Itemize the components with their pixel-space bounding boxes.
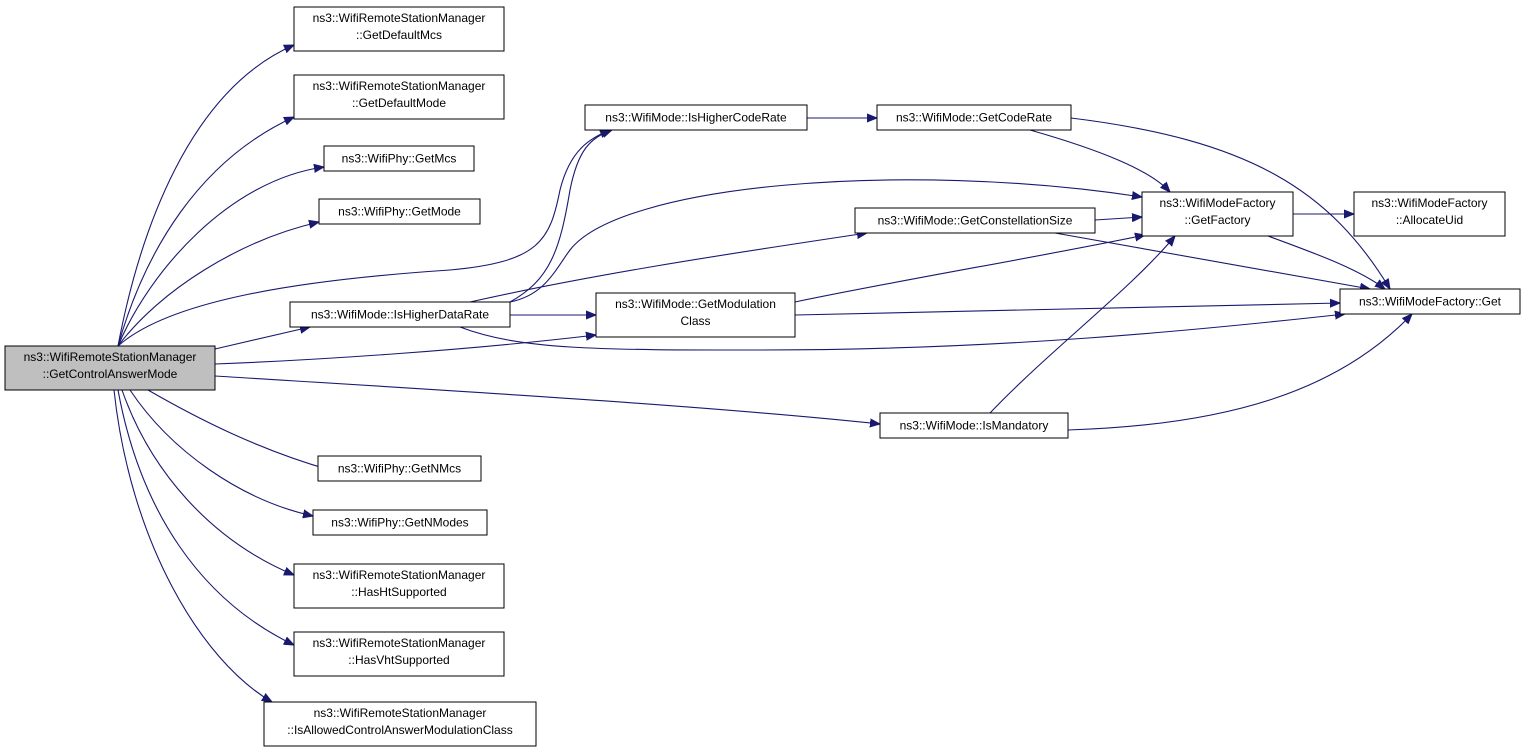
node-defmode[interactable]: ns3::WifiRemoteStationManager::GetDefaul… <box>293 74 505 120</box>
node-getfactory[interactable]: ns3::WifiModeFactory::GetFactory <box>1141 191 1294 237</box>
edge-ismand-to-getfactory <box>989 236 1175 414</box>
node-label: ns3::WifiMode::IsHigherCodeRate <box>605 111 787 125</box>
edge-getconst-to-getfactory <box>1094 217 1142 220</box>
node-label: ns3::WifiPhy::GetMcs <box>342 152 457 166</box>
node-defmcs[interactable]: ns3::WifiRemoteStationManager::GetDefaul… <box>293 6 505 52</box>
node-box[interactable] <box>595 292 796 338</box>
edge-hidr-to-get <box>459 314 1345 351</box>
edge-getfactory-to-get <box>1267 235 1385 289</box>
edge-root-to-getmcs <box>117 167 324 347</box>
edge-root-to-hidr <box>214 327 310 350</box>
node-root[interactable]: ns3::WifiRemoteStationManager::GetContro… <box>4 345 216 391</box>
node-box[interactable] <box>312 509 488 536</box>
edge-root-to-hasht <box>121 389 294 575</box>
node-ismand[interactable]: ns3::WifiMode::IsMandatory <box>879 412 1069 439</box>
node-label: ns3::WifiModeFactory <box>1371 196 1487 210</box>
edge-getmodclass-to-getfactory <box>794 235 1145 303</box>
node-getmode[interactable]: ns3::WifiPhy::GetMode <box>318 198 481 225</box>
edge-hidr-to-hicr <box>509 130 612 303</box>
node-label: ns3::WifiMode::GetConstellationSize <box>878 214 1073 228</box>
node-box[interactable] <box>293 563 505 609</box>
node-label: ::GetControlAnswerMode <box>43 367 178 381</box>
edge-root-to-hicr <box>117 129 610 347</box>
node-label: ns3::WifiRemoteStationManager <box>313 79 486 93</box>
node-get[interactable]: ns3::WifiModeFactory::Get <box>1339 288 1521 315</box>
node-label: ns3::WifiRemoteStationManager <box>314 706 487 720</box>
node-box[interactable] <box>293 631 505 677</box>
node-label: ::AllocateUid <box>1396 213 1463 227</box>
node-allocuid[interactable]: ns3::WifiModeFactory::AllocateUid <box>1353 191 1506 237</box>
node-label: ::GetDefaultMode <box>352 96 446 110</box>
node-label: ::GetFactory <box>1184 213 1250 227</box>
edge-root-to-defmode <box>117 117 294 347</box>
edge-root-to-isallowed <box>113 389 272 702</box>
node-label: ns3::WifiMode::GetModulation <box>615 297 776 311</box>
edge-root-to-hasvht <box>117 389 294 645</box>
node-isallowed[interactable]: ns3::WifiRemoteStationManager::IsAllowed… <box>263 701 537 747</box>
node-box[interactable] <box>317 455 482 482</box>
edges-layer <box>113 45 1412 702</box>
edge-getmodclass-to-get <box>794 303 1340 316</box>
node-label: ::GetDefaultMcs <box>356 28 442 42</box>
node-label: ns3::WifiPhy::GetNMcs <box>338 462 461 476</box>
node-hidr[interactable]: ns3::WifiMode::IsHigherDataRate <box>289 301 511 328</box>
node-box[interactable] <box>323 145 475 172</box>
node-label: ::HasVhtSupported <box>348 653 449 667</box>
edge-hidr-to-getfactory <box>509 179 1142 303</box>
edge-getcodrate-to-get <box>1070 117 1390 289</box>
node-getcodrate[interactable]: ns3::WifiMode::GetCodeRate <box>876 104 1072 131</box>
node-label: Class <box>680 314 710 328</box>
node-label: ::IsAllowedControlAnswerModulationClass <box>287 723 512 737</box>
node-label: ns3::WifiModeFactory::Get <box>1359 295 1502 309</box>
edge-getcodrate-to-getfactory <box>1029 129 1170 192</box>
edge-root-to-getnmcs <box>147 389 330 470</box>
node-label: ns3::WifiModeFactory <box>1159 196 1275 210</box>
node-label: ns3::WifiRemoteStationManager <box>24 350 197 364</box>
node-label: ns3::WifiMode::IsMandatory <box>900 419 1049 433</box>
edge-getconst-to-get <box>1054 232 1370 289</box>
node-box[interactable] <box>293 74 505 120</box>
node-getnmodes[interactable]: ns3::WifiPhy::GetNModes <box>312 509 488 536</box>
node-label: ns3::WifiPhy::GetNModes <box>331 516 468 530</box>
nodes-layer: ns3::WifiRemoteStationManager::GetContro… <box>4 6 1521 747</box>
node-hicr[interactable]: ns3::WifiMode::IsHigherCodeRate <box>584 104 808 131</box>
edge-hidr-to-getconst <box>469 233 867 303</box>
node-box[interactable] <box>4 345 216 391</box>
edge-root-to-getmode <box>117 222 319 347</box>
node-label: ns3::WifiRemoteStationManager <box>313 11 486 25</box>
node-box[interactable] <box>1141 191 1294 237</box>
node-box[interactable] <box>876 104 1072 131</box>
node-getnmcs[interactable]: ns3::WifiPhy::GetNMcs <box>317 455 482 482</box>
node-getmcs[interactable]: ns3::WifiPhy::GetMcs <box>323 145 475 172</box>
edge-ismand-to-get <box>1067 314 1412 431</box>
node-label: ns3::WifiMode::GetCodeRate <box>896 111 1052 125</box>
node-label: ::HasHtSupported <box>351 585 446 599</box>
node-label: ns3::WifiRemoteStationManager <box>313 568 486 582</box>
node-box[interactable] <box>1339 288 1521 315</box>
edge-root-to-defmcs <box>117 45 294 347</box>
node-box[interactable] <box>318 198 481 225</box>
node-hasht[interactable]: ns3::WifiRemoteStationManager::HasHtSupp… <box>293 563 505 609</box>
node-box[interactable] <box>854 207 1096 234</box>
node-getconst[interactable]: ns3::WifiMode::GetConstellationSize <box>854 207 1096 234</box>
node-box[interactable] <box>584 104 808 131</box>
node-box[interactable] <box>879 412 1069 439</box>
node-box[interactable] <box>263 701 537 747</box>
edge-root-to-getnmodes <box>129 389 313 516</box>
node-label: ns3::WifiPhy::GetMode <box>338 205 461 219</box>
node-label: ns3::WifiRemoteStationManager <box>313 636 486 650</box>
node-label: ns3::WifiMode::IsHigherDataRate <box>311 308 489 322</box>
edge-root-to-ismand <box>214 375 880 424</box>
node-box[interactable] <box>1353 191 1506 237</box>
edge-root-to-getmodclass <box>214 335 596 365</box>
node-box[interactable] <box>293 6 505 52</box>
node-hasvht[interactable]: ns3::WifiRemoteStationManager::HasVhtSup… <box>293 631 505 677</box>
node-box[interactable] <box>289 301 511 328</box>
